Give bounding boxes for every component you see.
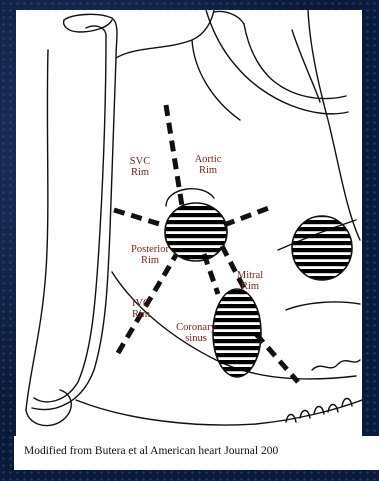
posterior-rim-line xyxy=(114,210,166,226)
septal-defect xyxy=(165,203,227,261)
upper-fold-2 xyxy=(192,40,240,120)
aortic-rim-line xyxy=(224,206,274,225)
right-edge xyxy=(308,10,360,240)
bottom-curve xyxy=(76,400,362,425)
ivc-rim-label: IVC Rim xyxy=(126,298,156,320)
posterior-rim-label: Posterior Rim xyxy=(126,244,174,266)
inner-wall-left xyxy=(34,26,106,402)
svc-rim-label: SVC Rim xyxy=(120,156,160,178)
upper-fold xyxy=(116,10,214,58)
aortic-rim-label: Aortic Rim xyxy=(188,154,228,176)
citation-text: Modified from Butera et al American hear… xyxy=(24,445,278,457)
small-wave xyxy=(312,360,360,370)
outer-wall-left xyxy=(32,14,117,409)
mitral-valve-oval xyxy=(292,216,352,280)
coronary-sinus-label: Coronary sinus xyxy=(170,322,222,344)
far-left-edge xyxy=(26,50,48,410)
citation-caption: Modified from Butera et al American hear… xyxy=(14,436,379,470)
right-ridge-2 xyxy=(286,302,360,310)
diagram-panel: SVC Rim Aortic Rim Posterior Rim Mitral … xyxy=(16,10,362,436)
mitral-rim-label: Mitral Rim xyxy=(230,270,270,292)
right-tube-top xyxy=(214,12,244,25)
heart-drawing xyxy=(16,10,362,436)
